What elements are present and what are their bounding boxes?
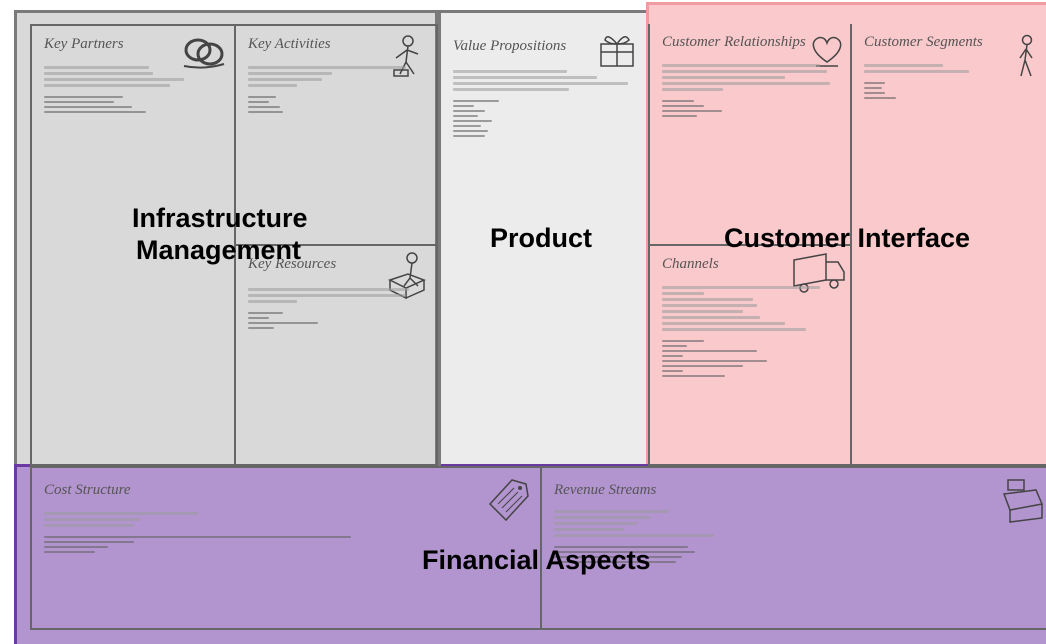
key-partners-block: Key Partners (30, 24, 236, 466)
value-propositions-block: Value Propositions (438, 10, 648, 466)
customer-relationships-prompts (662, 64, 837, 120)
value-propositions-title: Value Propositions (453, 38, 567, 54)
key-resources-prompts (248, 288, 423, 332)
gift-icon (600, 36, 634, 67)
cost-structure-prompts (44, 512, 364, 556)
revenue-streams-block: Revenue Streams (540, 466, 1046, 630)
chain-link-icon (183, 38, 225, 69)
key-resources-title: Key Resources (248, 256, 337, 272)
infrastructure-management-label: Infrastructure Management (132, 202, 308, 266)
product-label: Product (490, 223, 593, 253)
key-activities-title: Key Activities (248, 36, 331, 52)
financial-aspects-label: Financial Aspects (422, 545, 651, 575)
channels-block: Channels (648, 244, 852, 466)
key-partners-title: Key Partners (44, 36, 124, 52)
customer-interface-label: Customer Interface (724, 223, 971, 253)
product-zone (438, 10, 648, 466)
key-activities-prompts (248, 66, 423, 116)
customer-relationships-block: Customer Relationships (648, 24, 852, 246)
worker-icon (393, 35, 419, 77)
key-resources-block: Key Resources (234, 244, 438, 466)
infrastructure-label-line2: Management (136, 235, 302, 265)
price-tag-icon (488, 479, 529, 522)
key-partners-prompts (44, 66, 219, 116)
channels-prompts (662, 286, 837, 380)
heart-icon (812, 36, 842, 67)
customer-relationships-title: Customer Relationships (662, 34, 806, 50)
financial-zone (14, 464, 1046, 644)
cost-structure-title: Cost Structure (44, 482, 131, 498)
customer-zone (646, 2, 1046, 466)
customer-segments-title: Customer Segments (864, 34, 983, 50)
channels-title: Channels (662, 256, 719, 272)
cash-register-icon (1002, 479, 1044, 523)
revenue-streams-title: Revenue Streams (554, 482, 657, 498)
value-propositions-prompts (453, 70, 628, 140)
person-icon (1019, 34, 1033, 77)
customer-segments-prompts (864, 64, 1039, 102)
infrastructure-label-line1: Infrastructure (132, 203, 308, 233)
revenue-streams-prompts (554, 510, 874, 566)
